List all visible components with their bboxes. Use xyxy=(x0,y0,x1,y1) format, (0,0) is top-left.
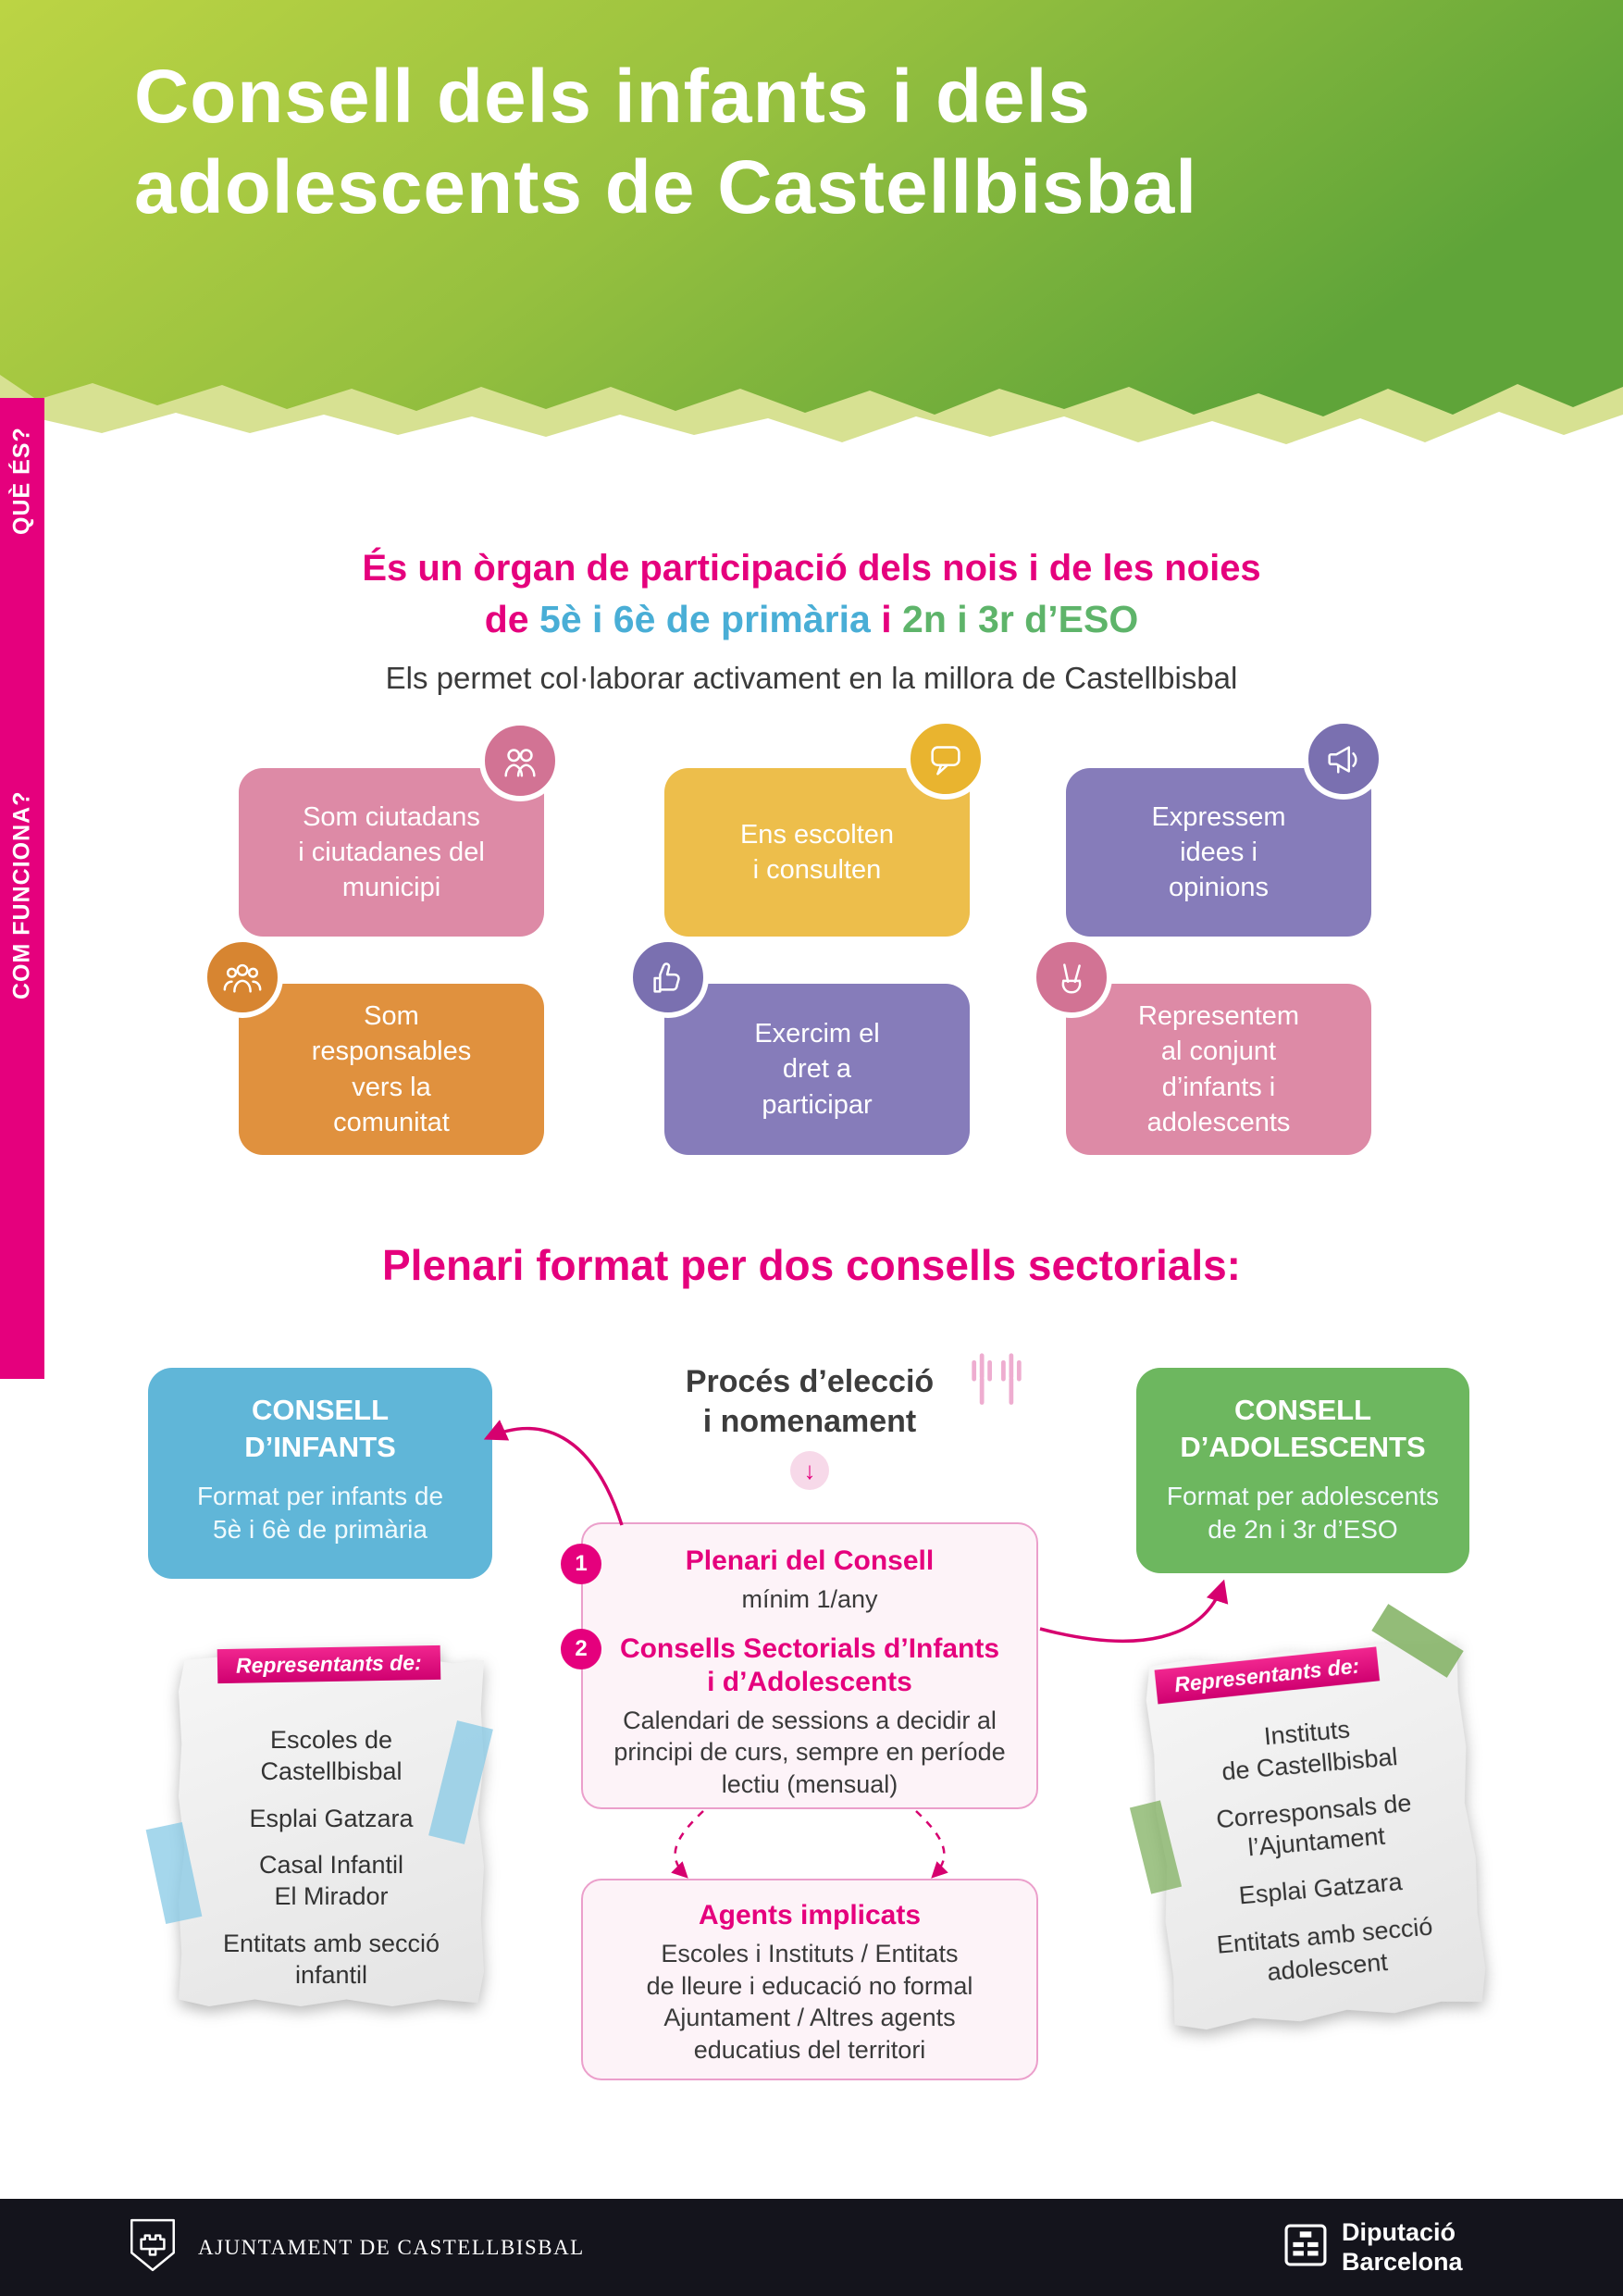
consell-infants-box: CONSELL D’INFANTS Format per infants de … xyxy=(148,1368,492,1579)
note-item: Esplai Gatzara xyxy=(1237,1868,1404,1910)
community-icon xyxy=(202,937,283,1018)
intro-subheading: de 5è i 6è de primària i 2n i 3r d’ESO xyxy=(0,598,1623,641)
diputacio-logo-icon xyxy=(1284,2224,1327,2271)
citizens-icon xyxy=(479,720,561,801)
note-item: Escoles de Castellbisbal xyxy=(260,1726,403,1785)
note-item: Esplai Gatzara xyxy=(249,1804,414,1832)
sidebar-label-que-es: QUÈ ÉS? xyxy=(8,427,35,536)
vote-icon xyxy=(627,937,709,1018)
step-2-badge: 2 xyxy=(561,1629,601,1669)
card-escolten: Ens escolten i consulten xyxy=(664,768,970,937)
sidebar-strip xyxy=(0,398,44,1379)
diputacio-label: Diputació Barcelona xyxy=(1342,2218,1463,2276)
intro-description: Els permet col·laborar activament en la … xyxy=(385,661,1238,695)
down-arrow-icon: ↓ xyxy=(790,1451,829,1490)
speech-bubble-icon xyxy=(905,718,986,800)
sidebar-label-com-funciona: COM FUNCIONA? xyxy=(8,790,35,1000)
plenari-item1-desc: mínim 1/any xyxy=(741,1585,878,1613)
how-heading: Plenari format per dos consells sectoria… xyxy=(382,1241,1241,1289)
note-item: Casal Infantil El Mirador xyxy=(258,1851,404,1910)
card-expressem: Expressem idees i opinions xyxy=(1066,768,1371,937)
card-representem: Representem al conjunt d’infants i adole… xyxy=(1066,984,1371,1155)
note-item: Entitats amb secció adolescent xyxy=(1215,1912,1434,1986)
diputacio-line2: Barcelona xyxy=(1342,2247,1463,2276)
header-torn-background xyxy=(0,0,1623,444)
consell-adolescents-desc: Format per adolescents de 2n i 3r d’ESO xyxy=(1166,1481,1440,1544)
consell-infants-title: CONSELL D’INFANTS xyxy=(244,1394,396,1464)
footer-ajuntament: AJUNTAMENT DE CASTELLBISBAL xyxy=(128,2199,585,2296)
note-item: Instituts de Castellbisbal xyxy=(1220,1715,1399,1786)
step-1-badge: 1 xyxy=(561,1544,601,1584)
footer: AJUNTAMENT DE CASTELLBISBAL Diputació Ba… xyxy=(0,2199,1623,2296)
consell-adolescents-box: CONSELL D’ADOLESCENTS Format per adolesc… xyxy=(1136,1368,1469,1573)
raised-hands-icon xyxy=(962,1342,1031,1415)
plenari-item1-title: Plenari del Consell xyxy=(685,1545,935,1576)
process-title: Procés d’elecció i nomenament xyxy=(685,1364,935,1439)
intro-prefix: de xyxy=(484,598,540,640)
note-infants-tag: Representants de: xyxy=(217,1644,440,1684)
note-item: Entitats amb secció infantil xyxy=(222,1929,440,1989)
note-adolescents: Instituts de Castellbisbal Corresponsals… xyxy=(1143,1636,1489,2032)
castle-crest-icon xyxy=(128,2216,178,2278)
poster-title: Consell dels infants i dels adolescents … xyxy=(134,55,1198,230)
victory-hand-icon xyxy=(1031,937,1112,1018)
plenari-box: Plenari del Consell mínim 1/any Consells… xyxy=(581,1522,1038,1809)
plenari-item2-title: Consells Sectorials d’Infants i d’Adoles… xyxy=(619,1632,1000,1697)
intro-connector: i xyxy=(870,598,903,640)
consell-adolescents-title: CONSELL D’ADOLESCENTS xyxy=(1180,1394,1426,1464)
card-responsables: Som responsables vers la comunitat xyxy=(239,984,544,1155)
agents-box: Agents implicats Escoles i Instituts / E… xyxy=(581,1879,1038,2080)
consell-infants-desc: Format per infants de 5è i 6è de primàri… xyxy=(196,1481,444,1544)
diputacio-line1: Diputació xyxy=(1342,2218,1456,2247)
plenari-item2-desc: Calendari de sessions a decidir al princ… xyxy=(613,1706,1006,1798)
intro-primaria: 5è i 6è de primària xyxy=(539,598,871,640)
card-ciutadans: Som ciutadans i ciutadanes del municipi xyxy=(239,768,544,937)
footer-ajuntament-label: AJUNTAMENT DE CASTELLBISBAL xyxy=(198,2235,585,2259)
intro-heading: És un òrgan de participació dels nois i … xyxy=(362,548,1261,589)
card-exercim: Exercim el dret a participar xyxy=(664,984,970,1155)
agents-title: Agents implicats xyxy=(698,1900,922,1930)
footer-diputacio: Diputació Barcelona xyxy=(1284,2199,1463,2296)
agents-desc: Escoles i Instituts / Entitats de lleure… xyxy=(646,1940,973,2064)
megaphone-icon xyxy=(1303,718,1384,800)
intro-eso: 2n i 3r d’ESO xyxy=(902,598,1139,640)
note-item: Corresponsals de l’Ajuntament xyxy=(1215,1788,1413,1862)
